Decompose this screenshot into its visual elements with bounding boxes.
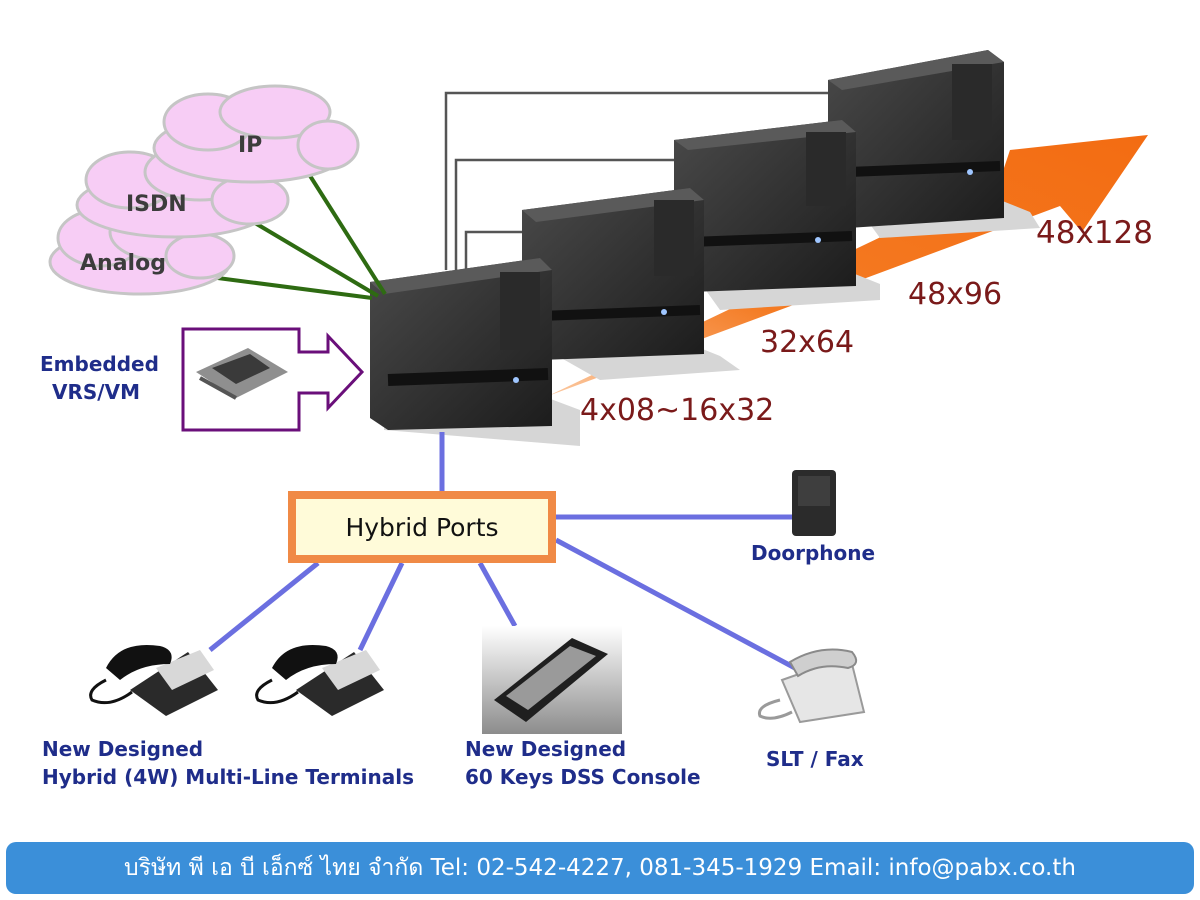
port-links <box>208 432 797 671</box>
terminal-phone-2 <box>255 644 384 716</box>
slt-fax-label: SLT / Fax <box>766 747 864 771</box>
terminals-label-line2: Hybrid (4W) Multi-Line Terminals <box>42 765 414 789</box>
cloud-label-analog: Analog <box>80 251 166 276</box>
contact-footer-text: บริษัท พี เอ บี เอ็กซ์ ไทย จำกัด Tel: 02… <box>124 855 1076 881</box>
doorphone-label: Doorphone <box>751 541 876 565</box>
hybrid-ports-box: Hybrid Ports <box>288 491 556 563</box>
embedded-label-line2: VRS/VM <box>52 380 140 404</box>
network-links <box>209 158 387 300</box>
cabinet-link-lines <box>444 91 828 270</box>
cloud-label-isdn: ISDN <box>126 192 187 217</box>
capacity-label-1: 4x08~16x32 <box>580 393 775 428</box>
embedded-vrs-card <box>181 327 365 432</box>
dss-label-line1: New Designed <box>465 737 627 761</box>
capacity-label-4: 48x128 <box>1036 215 1153 251</box>
pbx-cabinet-2 <box>522 188 704 360</box>
hybrid-ports-label: Hybrid Ports <box>296 499 548 555</box>
cloud-label-ip: IP <box>238 133 263 158</box>
dss-label-line2: 60 Keys DSS Console <box>465 765 701 789</box>
doorphone-device <box>792 470 836 536</box>
terminals-label-line1: New Designed <box>42 737 204 761</box>
capacity-label-2: 32x64 <box>760 325 855 360</box>
contact-footer-banner: บริษัท พี เอ บี เอ็กซ์ ไทย จำกัด Tel: 02… <box>6 842 1194 894</box>
pbx-cabinet-1 <box>370 258 552 430</box>
terminal-phone-1 <box>89 644 218 716</box>
dss-console <box>482 626 622 734</box>
pbx-cabinet-3 <box>674 120 856 292</box>
cloud-ip <box>152 84 360 184</box>
embedded-label-line1: Embedded <box>40 352 159 376</box>
capacity-label-3: 48x96 <box>908 277 1003 312</box>
slt-phone <box>757 648 866 724</box>
pbx-cabinet-4 <box>828 50 1004 228</box>
